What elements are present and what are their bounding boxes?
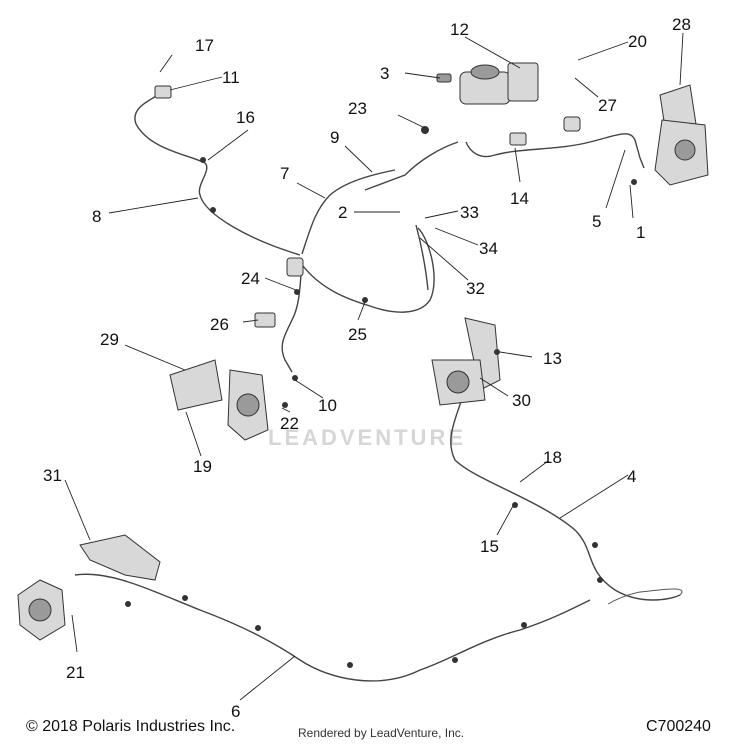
brake-line-6	[74, 573, 591, 682]
callout-14: 14	[510, 189, 529, 208]
brake-line-25	[299, 227, 435, 313]
caliper-30	[431, 317, 501, 406]
callout-12: 12	[450, 20, 469, 39]
callout-9: 9	[330, 128, 339, 147]
brake-line-5	[639, 157, 645, 169]
callout-3: 3	[380, 64, 389, 83]
callout-32: 32	[466, 279, 485, 298]
callout-23: 23	[348, 99, 367, 118]
callout-10: 10	[318, 396, 337, 415]
callout-7: 7	[280, 164, 289, 183]
callout-1: 1	[636, 223, 645, 242]
callout-13: 13	[543, 349, 562, 368]
master-cylinder	[436, 62, 539, 105]
callout-17: 17	[195, 36, 214, 55]
callout-22: 22	[280, 414, 299, 433]
callout-24: 24	[241, 269, 260, 288]
watermark-text: LEADVENTURE	[268, 425, 467, 450]
caliper-28	[654, 84, 709, 186]
caliper-29	[169, 359, 269, 441]
brake-line-8	[134, 93, 301, 256]
callout-18: 18	[543, 448, 562, 467]
callout-20: 20	[628, 32, 647, 51]
figure-code: C700240	[646, 718, 711, 735]
brake-line-drawing	[74, 93, 683, 682]
callout-2: 2	[338, 203, 347, 222]
copyright-text: © 2018 Polaris Industries Inc.	[26, 718, 236, 735]
brake-line-14	[465, 133, 641, 159]
clips	[125, 85, 637, 668]
callout-31: 31	[43, 466, 62, 485]
leader-lines	[64, 32, 684, 701]
callout-27: 27	[598, 96, 617, 115]
callout-15: 15	[480, 537, 499, 556]
brake-line-4	[450, 395, 681, 601]
caliper-21	[17, 534, 161, 641]
brake-line-24	[281, 261, 303, 373]
callout-11: 11	[222, 68, 240, 87]
callout-29: 29	[100, 330, 119, 349]
callout-33: 33	[460, 203, 479, 222]
callout-4: 4	[627, 467, 636, 486]
callout-5: 5	[592, 212, 601, 231]
callout-16: 16	[236, 108, 255, 127]
callout-21: 21	[66, 663, 85, 682]
brake-line-9	[364, 141, 459, 191]
brake-line-4-loop	[607, 588, 683, 605]
callout-30: 30	[512, 391, 531, 410]
callout-8: 8	[92, 207, 101, 226]
callout-19: 19	[193, 457, 212, 476]
callout-labels: 1 2 3 4 5 6 7 8 9 10 11 12 13 14 15 16 1…	[43, 15, 691, 721]
callout-26: 26	[210, 315, 229, 334]
brake-line-32	[415, 224, 429, 291]
callout-25: 25	[348, 325, 367, 344]
callout-28: 28	[672, 15, 691, 34]
callout-34: 34	[479, 239, 498, 258]
brake-line-7	[301, 169, 396, 255]
callout-6: 6	[231, 702, 240, 721]
rendered-by-text: Rendered by LeadVenture, Inc.	[298, 726, 465, 740]
